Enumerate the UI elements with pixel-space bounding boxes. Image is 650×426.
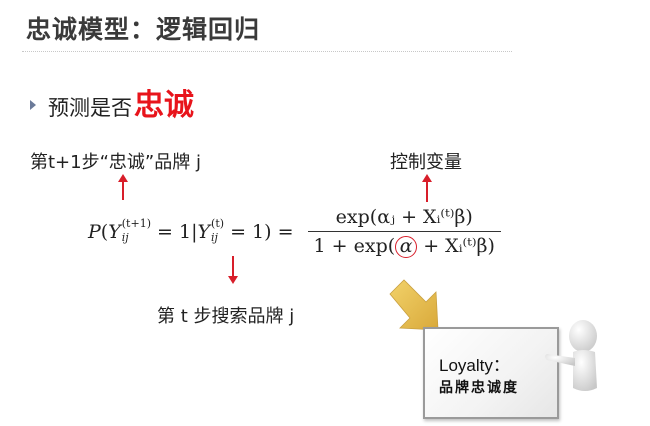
current-step-label: 第 t 步搜索品牌 j [157,306,295,327]
formula-numerator: exp(αⱼ + Xᵢ⁽ᵗ⁾β) [335,206,473,228]
loyalty-card: Loyalty： 品牌忠诚度 [423,327,559,419]
card-title: Loyalty： [439,356,510,375]
formula-y: Y [197,221,211,243]
formula-fraction: exp(αⱼ + Xᵢ⁽ᵗ⁾β) 1 + exp(α + Xᵢ⁽ᵗ⁾β) [307,206,501,258]
formula-y: Y [108,221,121,243]
formula-denominator: 1 + exp(α + Xᵢ⁽ᵗ⁾β) [307,231,501,258]
formula-eq: = 1| [150,221,198,243]
bullet-emphasis: 忠诚 [134,88,194,123]
yellow-arrow-icon [389,279,439,331]
triangle-bullet-icon [30,100,36,110]
formula-p: P [88,221,101,243]
formula-eq: = 1) = [224,221,300,243]
title-divider [22,51,512,52]
formula-supsub: (t) ij [211,217,225,244]
bullet-row: 预测是否 忠诚 [30,80,194,124]
bullet-text: 预测是否 [48,96,132,120]
arrow-down-icon [228,256,238,284]
formula-supsub: (t+1) ij [121,217,151,244]
presenter-figure-icon [545,320,597,391]
control-variable-label: 控制变量 [390,152,462,173]
den-suffix: + Xᵢ⁽ᵗ⁾β) [417,235,495,257]
logit-formula: P( Y (t+1) ij = 1| Y (t) ij = 1) = exp(α… [88,206,501,258]
slide-title: 忠诚模型：逻辑回归 [26,15,261,44]
arrow-up-icon [118,174,128,200]
den-prefix: 1 + exp( [313,235,396,257]
circled-alpha: α [395,236,418,258]
card-subtitle: 品牌忠诚度 [439,380,519,396]
next-step-label: 第t+1步“忠诚”品牌 j [30,152,201,173]
arrow-up-icon [422,174,432,202]
